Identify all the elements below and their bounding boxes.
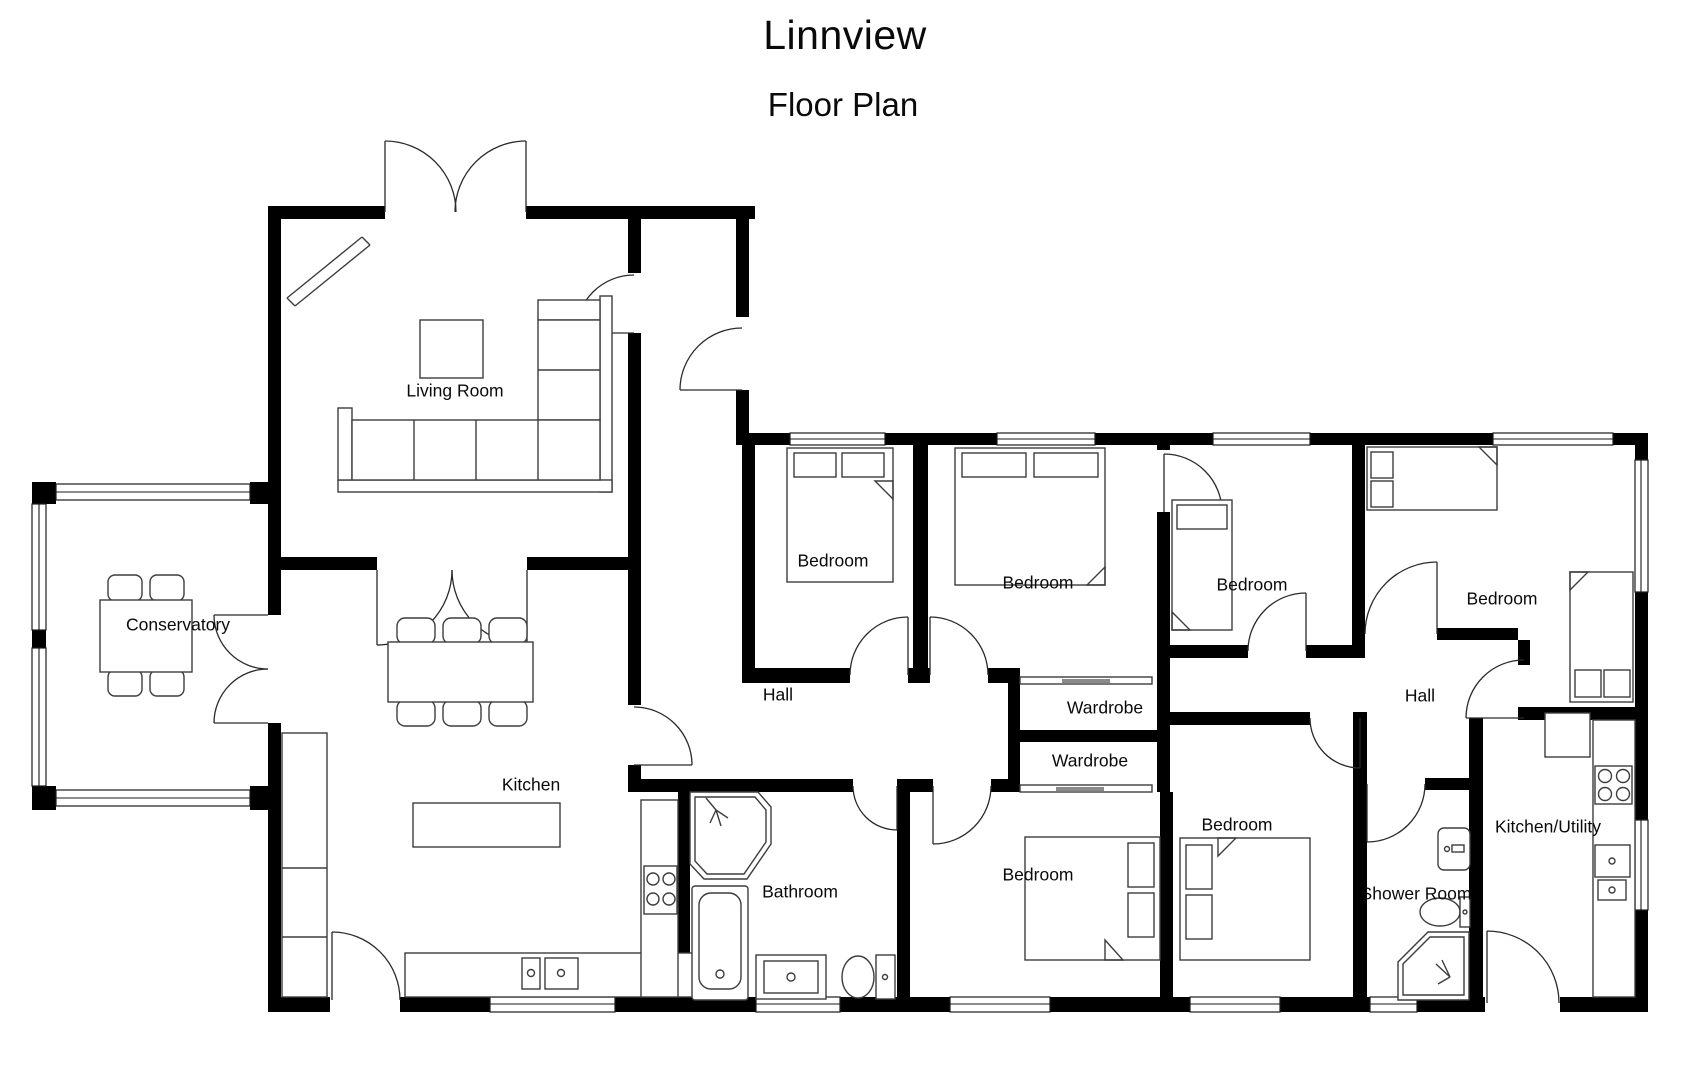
conservatory-table — [99, 574, 193, 697]
room-label-kitchen-utility: Kitchen/Utility — [1494, 816, 1602, 837]
wardrobe-2-sliding-door — [1019, 784, 1153, 793]
shower-enclosure — [689, 791, 772, 880]
bed-bedroom-4-single-top — [1366, 446, 1498, 511]
door-bedroom-3 — [1247, 592, 1307, 652]
room-label-bedroom-3: Bedroom — [1216, 574, 1288, 595]
window — [1634, 819, 1649, 911]
door-french-living-room — [384, 140, 527, 213]
bed-bedroom-1 — [786, 447, 894, 583]
shower-room-toilet — [1419, 896, 1471, 928]
window — [55, 789, 251, 807]
window — [949, 996, 1051, 1013]
room-label-shower-room: Shower Room — [1360, 883, 1472, 904]
bathtub — [691, 885, 749, 1001]
window — [1212, 432, 1311, 446]
room-label-bedroom-6: Bedroom — [1201, 814, 1273, 835]
door-bedroom-4 — [1364, 561, 1438, 635]
room-label-bedroom-5: Bedroom — [1002, 864, 1074, 885]
door-bedroom-5 — [932, 785, 992, 845]
room-label-kitchen: Kitchen — [501, 774, 561, 795]
dining-table — [387, 617, 534, 727]
utility-hob-icon — [1594, 765, 1633, 805]
fireplace — [286, 236, 371, 307]
door-entrance — [679, 327, 743, 391]
bed-bedroom-2 — [954, 447, 1106, 586]
door-bathroom — [852, 785, 898, 831]
room-label-hall-1: Hall — [762, 684, 794, 705]
sofa — [337, 295, 613, 493]
hob-icon — [643, 865, 678, 915]
window — [1492, 432, 1614, 446]
bed-bedroom-6 — [1179, 837, 1311, 961]
kitchen-island — [412, 802, 561, 848]
door-shower-room — [1366, 783, 1426, 843]
bathroom-toilet — [841, 954, 896, 1000]
wardrobe-1-sliding-door — [1019, 676, 1153, 685]
window — [789, 432, 886, 446]
room-label-bedroom-4: Bedroom — [1466, 588, 1538, 609]
utility-sink — [1594, 844, 1631, 901]
room-label-bedroom-1: Bedroom — [797, 550, 869, 571]
bathroom-basin — [755, 954, 827, 1000]
window — [1189, 996, 1281, 1013]
door-kitchen-hall — [633, 706, 693, 766]
window — [55, 483, 251, 501]
window — [996, 432, 1096, 446]
room-label-wardrobe-2: Wardrobe — [1051, 750, 1129, 771]
window — [31, 503, 47, 631]
bed-bedroom-5 — [1024, 836, 1161, 961]
doors — [213, 140, 1560, 1004]
room-label-hall-2: Hall — [1404, 685, 1436, 706]
room-label-bathroom: Bathroom — [762, 881, 838, 902]
utility-box — [1544, 712, 1591, 758]
room-label-living-room: Living Room — [406, 380, 504, 401]
plan-title: Linnview — [763, 12, 927, 58]
door-back-kitchen — [331, 931, 401, 1001]
living-room-table — [419, 319, 484, 379]
kitchen-counter-left — [281, 732, 328, 998]
plan-subtitle: Floor Plan — [767, 86, 919, 123]
shower-head-icon — [705, 797, 729, 827]
room-label-wardrobe-1: Wardrobe — [1066, 697, 1144, 718]
bed-bedroom-4-single-right — [1569, 571, 1634, 703]
window — [31, 647, 47, 787]
room-label-bedroom-2: Bedroom — [1002, 572, 1074, 593]
door-kitchen-utility-hall — [1465, 659, 1525, 719]
walls — [32, 206, 1648, 1012]
room-label-conservatory: Conservatory — [125, 614, 231, 635]
window — [1369, 996, 1418, 1013]
door-kitchen-utility-back — [1486, 930, 1560, 1004]
window — [489, 996, 616, 1013]
shower-room-basin — [1437, 827, 1471, 871]
bed-bedroom-3 — [1171, 499, 1233, 631]
door-conservatory — [213, 614, 269, 724]
corner-shower — [1397, 931, 1470, 1001]
door-bedroom-6 — [1309, 717, 1361, 769]
window — [1634, 459, 1649, 593]
door-bedroom-2 — [929, 616, 989, 676]
furniture — [99, 236, 1636, 1001]
door-bedroom-1 — [849, 616, 909, 676]
